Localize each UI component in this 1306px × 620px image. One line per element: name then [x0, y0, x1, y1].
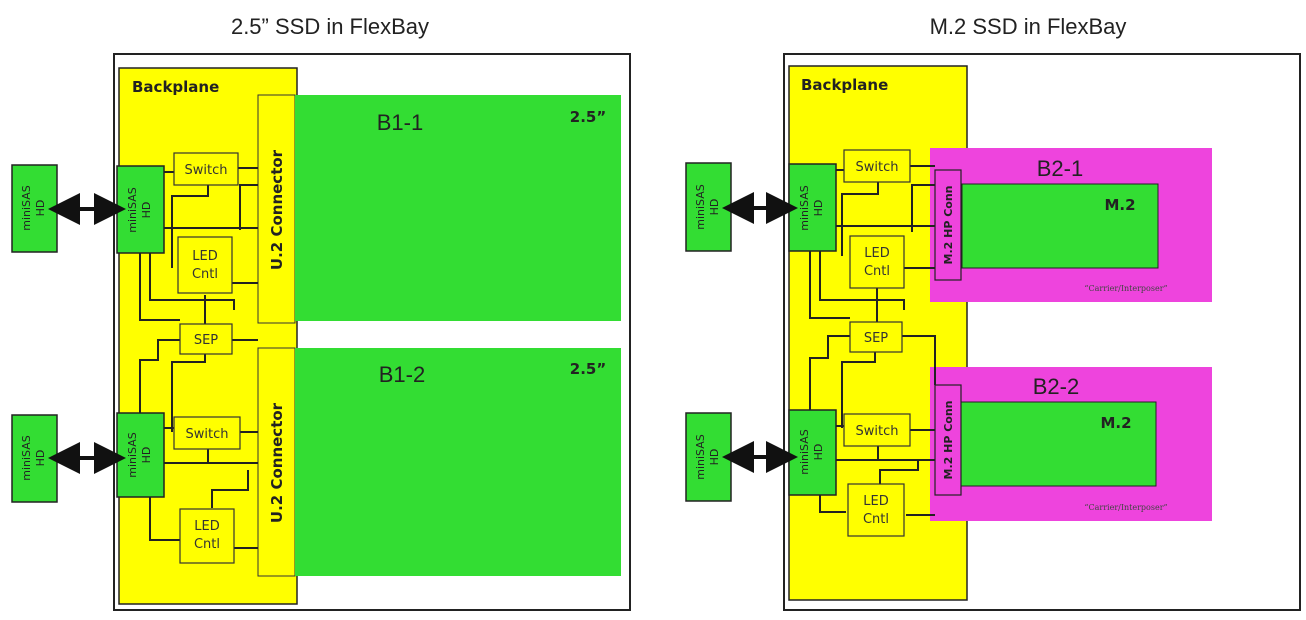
right-switch-1-label: Switch	[856, 160, 899, 175]
left-internal-minisas-1-line1: miniSAS	[126, 187, 139, 233]
left-drive-b1-2-name: B1-2	[379, 362, 425, 387]
right-sep-label: SEP	[864, 331, 888, 346]
right-m2-drive-2-label: M.2	[1100, 414, 1131, 432]
left-external-minisas-2-line2: HD	[34, 450, 47, 467]
right-switch-2	[843, 413, 911, 447]
right-external-minisas-2-line2: HD	[708, 449, 721, 466]
left-drive-b1-1-name: B1-1	[377, 110, 423, 135]
left-led-cntl-2	[179, 508, 235, 564]
right-carrier-b2-1-name: B2-1	[1037, 156, 1083, 181]
left-external-minisas-1-line2: HD	[34, 200, 47, 217]
left-internal-minisas-2-line1: miniSAS	[126, 432, 139, 478]
left-internal-minisas-1-line2: HD	[140, 202, 153, 219]
left-drive-b1-1-size: 2.5”	[570, 108, 606, 126]
right-internal-minisas-1-line2: HD	[812, 200, 825, 217]
right-carrier-b2-2-caption: “Carrier/Interposer”	[1084, 503, 1167, 512]
left-external-minisas-1-line1: miniSAS	[20, 185, 33, 231]
left-led-cntl-2-line1: LED	[194, 519, 219, 534]
right-internal-minisas-2-line1: miniSAS	[798, 429, 811, 475]
right-switch-2-label: Switch	[856, 424, 899, 439]
left-u2-connector-2-label: U.2 Connector	[268, 402, 286, 523]
right-internal-minisas-2-line2: HD	[812, 444, 825, 461]
right-external-minisas-2-line1: miniSAS	[694, 434, 707, 480]
right-sep	[849, 321, 903, 353]
right-wiring	[809, 165, 936, 516]
left-drive-b1-1	[295, 95, 621, 321]
left-internal-minisas-2-line2: HD	[140, 447, 153, 464]
right-backplane-label: Backplane	[801, 76, 888, 94]
right-m2-hp-conn-1-label: M.2 HP Conn	[942, 186, 955, 265]
right-m2-hp-conn-1	[934, 169, 962, 281]
left-wiring	[139, 167, 258, 549]
left-drive-b1-2-size: 2.5”	[570, 360, 606, 378]
left-switch-1-label: Switch	[185, 163, 228, 178]
right-panel: M.2 SSD in FlexBay Backplane B2-1 M.2 “C…	[685, 14, 1301, 611]
left-drive-b1-2	[295, 348, 621, 576]
right-m2-drive-2	[959, 401, 1157, 487]
left-switch-2-label: Switch	[186, 427, 229, 442]
right-m2-hp-conn-2	[934, 384, 962, 496]
left-u2-connector-1-label: U.2 Connector	[268, 149, 286, 270]
left-led-cntl-1	[177, 236, 233, 294]
right-external-minisas-1-line2: HD	[708, 199, 721, 216]
left-sep-label: SEP	[194, 333, 218, 348]
right-carrier-b2-1-caption: “Carrier/Interposer”	[1084, 284, 1167, 293]
left-led-cntl-1-line1: LED	[192, 249, 217, 264]
right-m2-drive-1-label: M.2	[1104, 196, 1135, 214]
left-title: 2.5” SSD in FlexBay	[231, 14, 429, 39]
right-led-cntl-2	[847, 483, 905, 537]
right-led-cntl-1	[849, 235, 905, 289]
right-external-minisas-1-line1: miniSAS	[694, 184, 707, 230]
right-carrier-b2-2-name: B2-2	[1033, 374, 1079, 399]
right-led-cntl-2-line1: LED	[863, 494, 888, 509]
left-led-cntl-1-line2: Cntl	[192, 267, 218, 282]
left-external-minisas-2-line1: miniSAS	[20, 435, 33, 481]
right-led-cntl-1-line2: Cntl	[864, 264, 890, 279]
left-switch-2	[173, 416, 241, 450]
right-internal-minisas-1-line1: miniSAS	[798, 185, 811, 231]
right-switch-1	[843, 149, 911, 183]
right-title: M.2 SSD in FlexBay	[930, 14, 1127, 39]
left-sep	[179, 323, 233, 355]
right-m2-drive-1	[961, 183, 1159, 269]
left-backplane-label: Backplane	[132, 78, 219, 96]
left-panel: 2.5” SSD in FlexBay Backplane U.2 Connec…	[11, 14, 631, 611]
right-led-cntl-2-line2: Cntl	[863, 512, 889, 527]
left-switch-1	[173, 152, 239, 186]
left-u2-connector-2	[257, 347, 296, 577]
left-led-cntl-2-line2: Cntl	[194, 537, 220, 552]
left-u2-connector-1	[257, 94, 296, 324]
right-led-cntl-1-line1: LED	[864, 246, 889, 261]
right-m2-hp-conn-2-label: M.2 HP Conn	[942, 401, 955, 480]
